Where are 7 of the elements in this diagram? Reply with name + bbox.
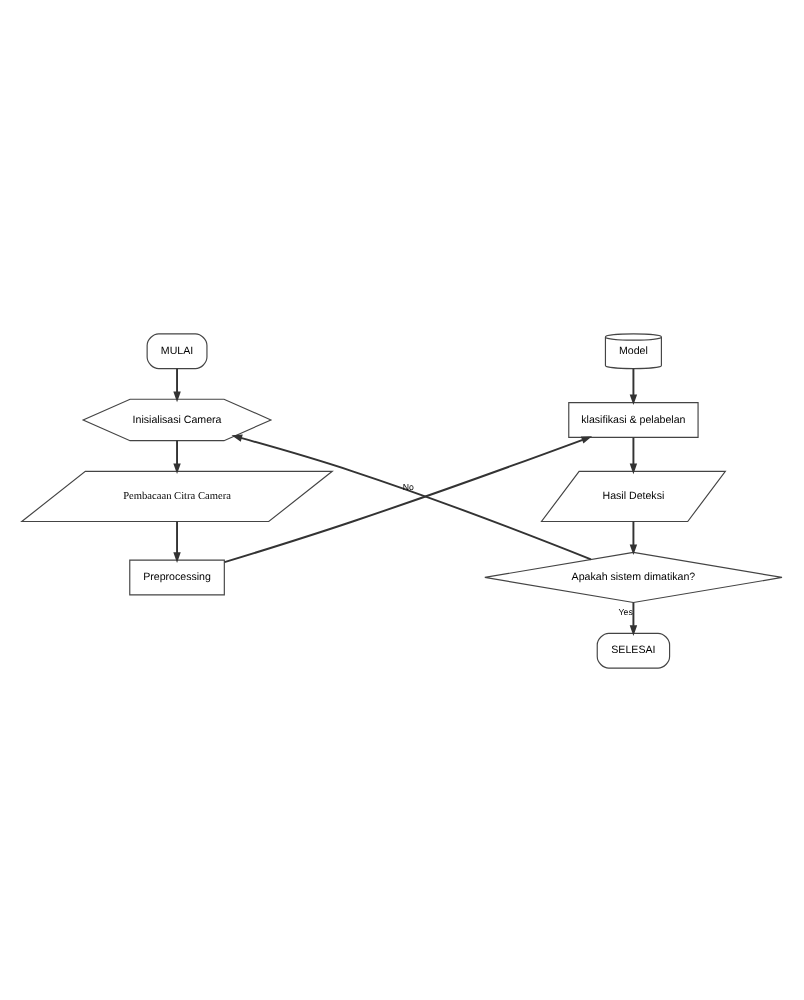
- arrow: [629, 600, 638, 635]
- arrow: [629, 519, 638, 555]
- arrow: [173, 438, 181, 474]
- arrow: [629, 435, 638, 474]
- arrow: [173, 366, 181, 402]
- arrow: [173, 519, 181, 562]
- arrow: [629, 366, 638, 405]
